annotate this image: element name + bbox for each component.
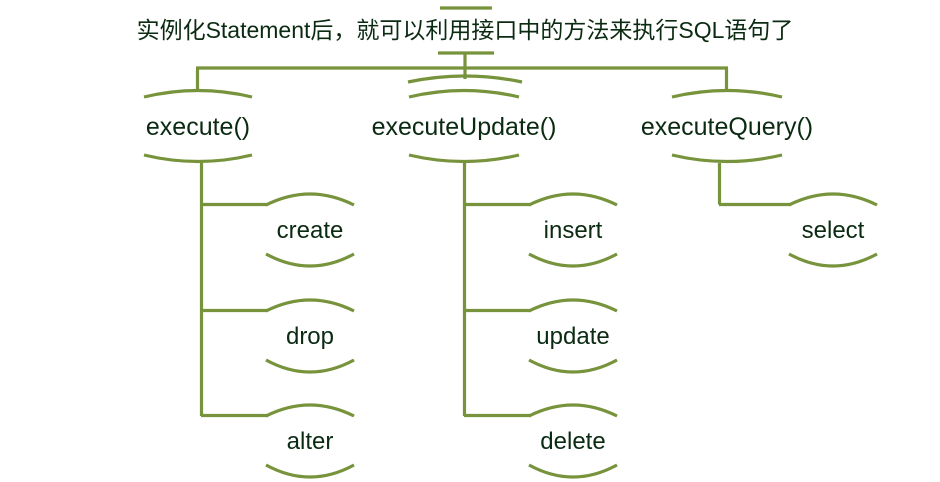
leaf-drop-arc-bottom [265,358,355,374]
root-title: 实例化Statement后，就可以利用接口中的方法来执行SQL语句了 [137,17,794,43]
leaf-create-label: create [277,217,344,244]
branch-execute-arc-top [143,88,253,99]
top-connector-bus [195,66,729,90]
root-node-decoration [407,6,523,84]
leaf-create-arc-bottom [265,252,355,268]
leaf-delete[interactable]: delete [528,403,618,479]
branch-execute-update-arc-bottom [408,153,520,164]
leaf-update-arc-bottom [528,358,618,374]
branch-execute-update-arc-top [408,88,520,99]
leaf-drop-label: drop [286,323,334,350]
leaf-create[interactable]: create [265,192,355,268]
leaf-drop[interactable]: drop [265,298,355,374]
leaf-delete-label: delete [540,428,605,455]
leaf-create-arc-top [265,192,355,207]
leaf-insert-arc-top [528,192,618,207]
branch-execute[interactable]: execute() [143,88,268,418]
leaf-insert-arc-bottom [528,252,618,268]
root-arc-bottom [407,74,523,84]
branch-execute-arc-bottom [143,153,253,164]
leaf-delete-arc-bottom [528,463,618,479]
branch-execute-update-label: executeUpdate() [372,113,557,141]
leaf-alter-arc-bottom [265,463,355,479]
leaf-drop-arc-top [265,298,355,313]
leaf-select[interactable]: select [788,192,878,268]
leaf-update[interactable]: update [528,298,618,374]
leaf-update-label: update [536,323,609,350]
leaf-select-arc-top [788,192,878,207]
leaf-update-arc-top [528,298,618,313]
leaf-alter[interactable]: alter [265,403,355,479]
branch-execute-query-label: executeQuery() [641,113,813,141]
leaf-select-arc-bottom [788,252,878,268]
leaf-delete-arc-top [528,403,618,418]
leaf-insert-label: insert [544,217,603,244]
branch-execute-update[interactable]: executeUpdate() [372,88,557,418]
branch-execute-query-arc-bottom [671,153,783,164]
branch-execute-query[interactable]: executeQuery() [641,88,813,207]
leaf-alter-arc-top [265,403,355,418]
leaf-select-label: select [802,217,865,244]
leaf-insert[interactable]: insert [528,192,618,268]
leaf-alter-label: alter [287,428,334,455]
branch-execute-query-arc-top [671,88,783,99]
branch-execute-label: execute() [146,113,250,141]
